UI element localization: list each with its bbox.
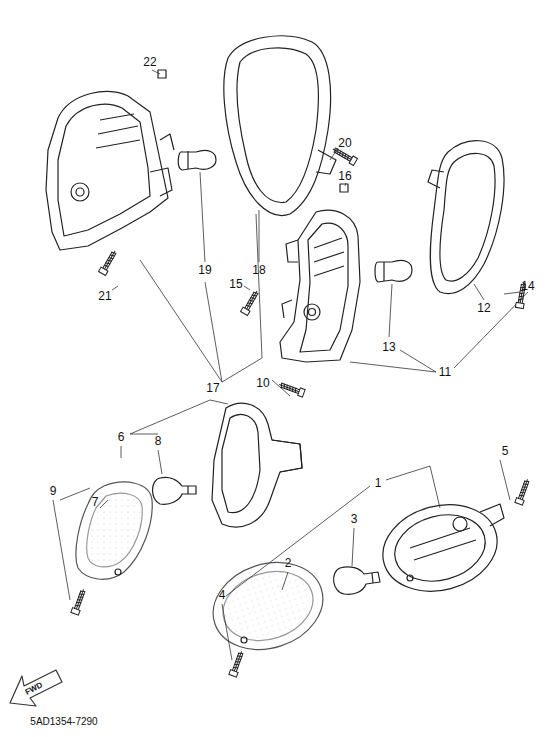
callout-number: 4 [219, 589, 226, 601]
callout-number: 13 [382, 341, 395, 353]
lamp-housing [280, 210, 360, 362]
lens [202, 549, 334, 663]
screws [71, 146, 531, 678]
lens [76, 482, 152, 579]
clip-nut [340, 184, 348, 192]
callout-number: 1 [375, 477, 382, 489]
callout-number: 21 [98, 290, 111, 302]
callout-number: 9 [50, 485, 57, 497]
callout-number: 22 [143, 56, 156, 68]
callout-number: 14 [521, 280, 534, 292]
callout-number: 10 [256, 377, 269, 389]
callout-number: 16 [338, 170, 351, 182]
leader-lines [53, 70, 528, 660]
lens [430, 141, 504, 294]
callout-number: 7 [92, 496, 99, 508]
callout-number: 8 [155, 435, 162, 447]
bulb [178, 150, 216, 170]
callout-number: 20 [338, 137, 351, 149]
callout-number: 18 [252, 264, 265, 276]
bulb [375, 260, 412, 282]
bulb [153, 477, 197, 504]
callout-number: 19 [198, 264, 211, 276]
callout-number: 15 [229, 278, 242, 290]
bulb [334, 567, 380, 595]
lens [224, 36, 331, 216]
callout-number: 12 [477, 302, 490, 314]
callout-number: 2 [285, 557, 292, 569]
callout-number: 11 [439, 366, 451, 378]
lamp-housing [212, 403, 302, 527]
callout-number: 5 [502, 445, 509, 457]
lamp-housing [373, 492, 507, 603]
fwd-arrow [10, 670, 62, 706]
drawing-code: 5AD1354-7290 [30, 717, 97, 727]
callout-number: 3 [351, 513, 358, 525]
lamp-housing [46, 91, 168, 250]
callout-number: 17 [206, 382, 219, 394]
callout-number: 6 [118, 431, 125, 443]
